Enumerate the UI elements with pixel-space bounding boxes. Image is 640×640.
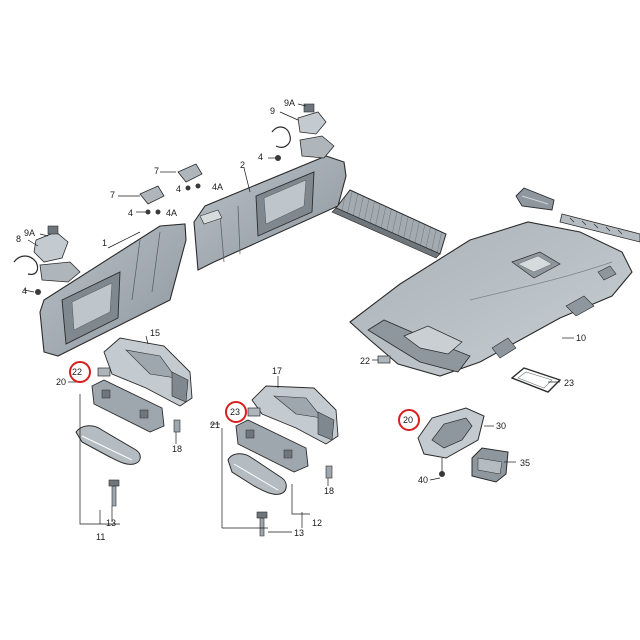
trim-panel	[331, 189, 447, 259]
callout-17: 17	[272, 366, 282, 376]
callout-20-left: 20	[56, 377, 66, 387]
callout-9-right: 9	[270, 106, 275, 116]
highlight-circle-23	[225, 401, 247, 423]
callout-35: 35	[520, 458, 530, 468]
handle-mount-right	[235, 419, 309, 473]
callout-4A-b: 4A	[212, 182, 223, 192]
callout-10: 10	[576, 333, 586, 343]
console-module	[471, 447, 509, 483]
handle-bracket-right	[251, 385, 339, 445]
callout-4-right: 4	[258, 152, 263, 162]
callout-4-visor2: 4	[176, 184, 181, 194]
callout-21: 21	[210, 420, 220, 430]
clip-23-left	[247, 407, 261, 417]
leader-lines	[23, 103, 574, 533]
sun-visor-right	[193, 155, 347, 271]
handle-mount-left	[91, 379, 165, 433]
callout-8: 8	[16, 234, 21, 244]
visor-clip-b	[177, 163, 203, 191]
highlight-circles	[69, 361, 420, 431]
handle-bracket-left	[103, 337, 193, 407]
visor-hinge-right	[271, 103, 335, 161]
callout-2: 2	[240, 160, 245, 170]
small-cover-top	[515, 187, 555, 211]
callout-23-right: 23	[564, 378, 574, 388]
visor-hinge-left	[13, 225, 81, 295]
seal-ring	[510, 367, 562, 393]
callout-15: 15	[150, 328, 160, 338]
callout-12: 12	[312, 518, 322, 528]
callout-13-right: 13	[294, 528, 304, 538]
callout-18-left: 18	[172, 444, 182, 454]
callout-23-left: 23	[230, 407, 240, 417]
highlight-circle-20	[398, 409, 420, 431]
callout-4-visor1: 4	[128, 208, 133, 218]
headliner	[349, 221, 633, 377]
screw-18-right	[325, 465, 333, 479]
callout-4-left: 4	[22, 286, 27, 296]
callout-30: 30	[496, 421, 506, 431]
clip-22-right	[377, 355, 391, 364]
callout-7-a: 7	[110, 190, 115, 200]
screw-13-left	[108, 479, 120, 507]
sun-visor-left	[39, 223, 187, 357]
callout-22-right: 22	[360, 356, 370, 366]
callout-7-b: 7	[154, 166, 159, 176]
callout-1: 1	[102, 238, 107, 248]
callout-labels: 1 2 4 4 4 4 4A 4A 7 7 8 9A 9 9A 10 11 12…	[16, 98, 586, 542]
callout-9A-right: 9A	[284, 98, 295, 108]
callout-40: 40	[418, 475, 428, 485]
callout-18-right: 18	[324, 486, 334, 496]
grab-handle-left	[75, 425, 141, 465]
screw-13-right	[256, 511, 268, 537]
screw-18-left	[173, 419, 181, 433]
grab-handle-right	[227, 453, 287, 495]
callout-22-left: 22	[72, 367, 82, 377]
callout-13-left: 13	[106, 518, 116, 528]
callout-9A-left: 9A	[24, 228, 35, 238]
roof-rail-strip	[559, 213, 640, 243]
overhead-console	[417, 407, 485, 477]
clip-22-left	[97, 367, 111, 377]
visor-clip-a	[139, 185, 165, 215]
callout-20-right: 20	[403, 415, 413, 425]
callout-11: 11	[96, 532, 105, 542]
callout-4A-a: 4A	[166, 208, 177, 218]
highlight-circle-22	[69, 361, 91, 383]
